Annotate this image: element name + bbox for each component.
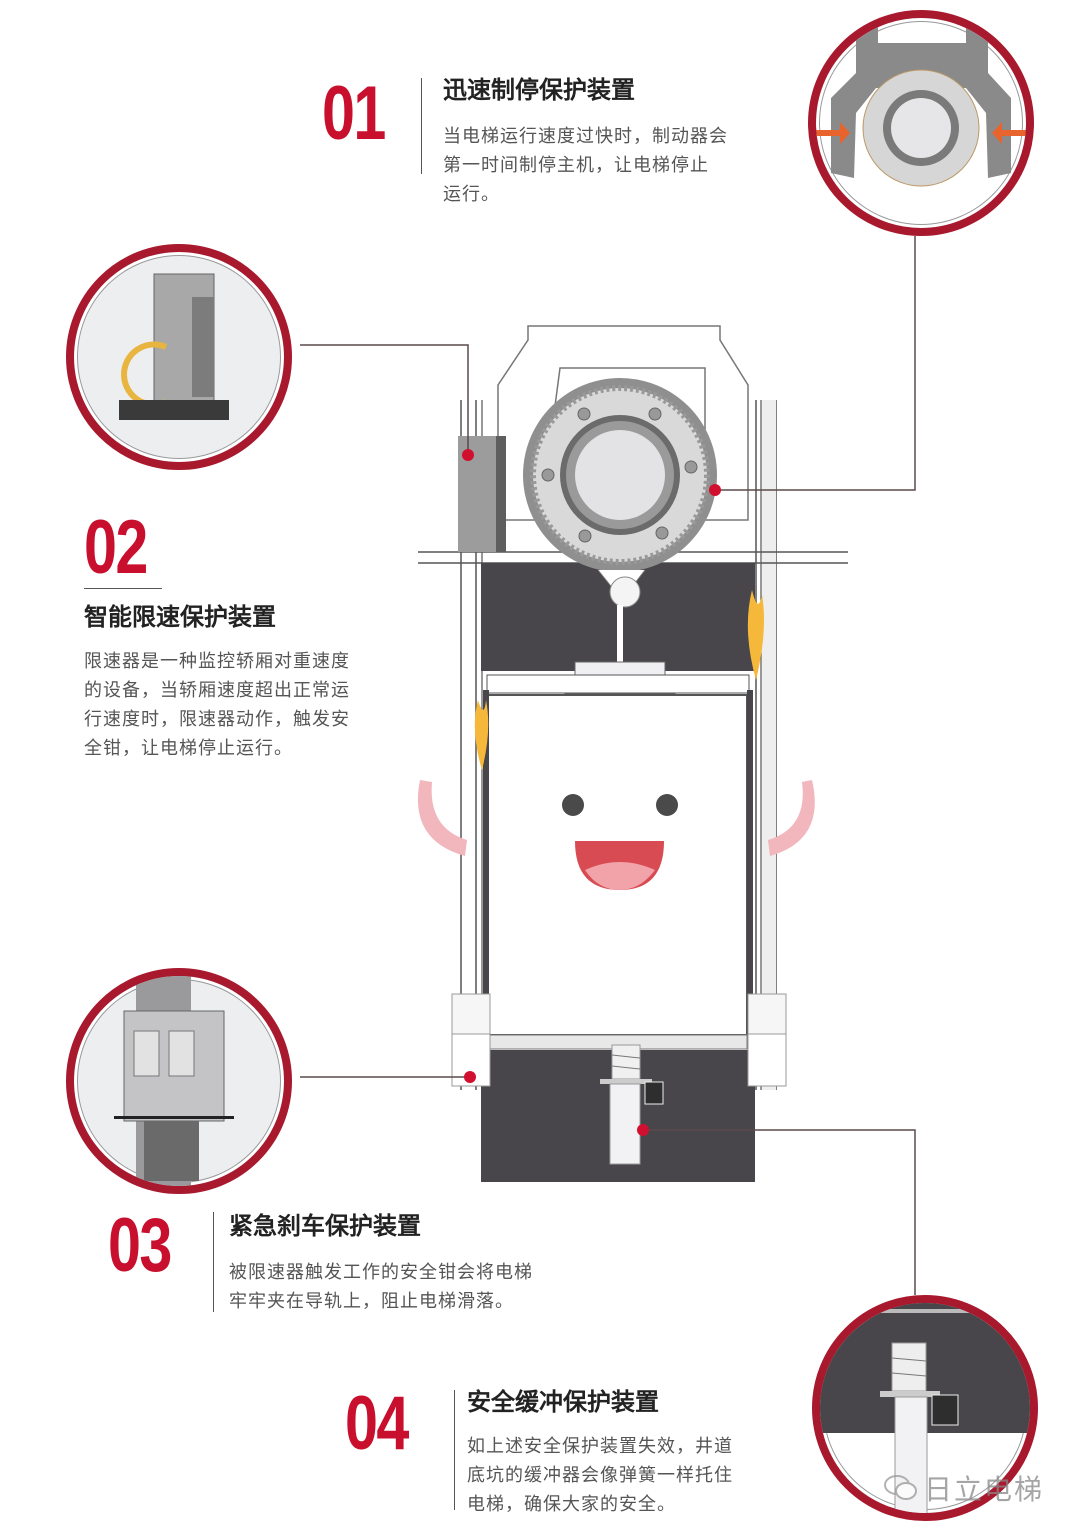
section-divider-02 [84, 588, 162, 589]
watermark-text: 日立电梯 [923, 1473, 1044, 1506]
safety-gear-detail-image [66, 968, 292, 1194]
desc-line: 全钳，让电梯停止运行。 [84, 738, 293, 759]
desc-line: 牢牢夹在导轨上，阻止电梯滑落。 [229, 1291, 514, 1312]
flame-right [747, 590, 764, 680]
desc-line: 底坑的缓冲器会像弹簧一样托住 [467, 1465, 733, 1486]
traction-sheave [523, 378, 717, 572]
desc-line: 第一时间制停主机，让电梯停止 [443, 155, 709, 176]
callout-dot-safety-gear [464, 1071, 476, 1083]
section-desc-04: 如上述安全保护装置失效，井道 底坑的缓冲器会像弹簧一样托住 电梯，确保大家的安全… [467, 1432, 733, 1519]
section-title-03: 紧急刹车保护装置 [229, 1212, 421, 1240]
watermark: 日立电梯 [883, 1468, 1044, 1508]
section-title-01: 迅速制停保护装置 [443, 76, 635, 104]
callout-dot-brake [709, 484, 721, 496]
callout-dot-governor [462, 449, 474, 461]
section-number-04: 04 [345, 1381, 409, 1466]
buffer-detail-image [812, 1295, 1038, 1521]
flame-left [474, 700, 489, 770]
desc-line: 的设备，当轿厢速度超出正常运 [84, 680, 350, 701]
desc-line: 限速器是一种监控轿厢对重速度 [84, 651, 350, 672]
desc-line: 当电梯运行速度过快时，制动器会 [443, 126, 728, 147]
section-divider-04 [454, 1390, 455, 1510]
speed-governor-detail-image [66, 244, 292, 470]
desc-line: 电梯，确保大家的安全。 [467, 1494, 676, 1515]
section-divider-03 [213, 1212, 214, 1312]
section-number-02: 02 [84, 505, 148, 590]
wechat-icon [883, 1475, 917, 1500]
eye-right [656, 794, 678, 816]
desc-line: 运行。 [443, 184, 500, 205]
section-desc-01: 当电梯运行速度过快时，制动器会 第一时间制停主机，让电梯停止 运行。 [443, 122, 728, 209]
section-desc-02: 限速器是一种监控轿厢对重速度 的设备，当轿厢速度超出正常运 行速度时，限速器动作… [84, 647, 350, 763]
section-number-03: 03 [108, 1203, 172, 1288]
section-title-02: 智能限速保护装置 [84, 603, 276, 631]
section-number-01: 01 [322, 71, 386, 156]
arm-right [768, 780, 815, 856]
section-divider-01 [421, 78, 422, 174]
section-title-04: 安全缓冲保护装置 [467, 1388, 659, 1416]
section-desc-03: 被限速器触发工作的安全钳会将电梯 牢牢夹在导轨上，阻止电梯滑落。 [229, 1258, 533, 1316]
desc-line: 行速度时，限速器动作，触发安 [84, 709, 350, 730]
desc-line: 如上述安全保护装置失效，井道 [467, 1436, 733, 1457]
arm-left [417, 780, 467, 856]
callout-dot-buffer [637, 1124, 649, 1136]
brake-detail-image [808, 10, 1034, 236]
eye-left [562, 794, 584, 816]
buffer-spring [600, 1044, 664, 1165]
desc-line: 被限速器触发工作的安全钳会将电梯 [229, 1262, 533, 1283]
